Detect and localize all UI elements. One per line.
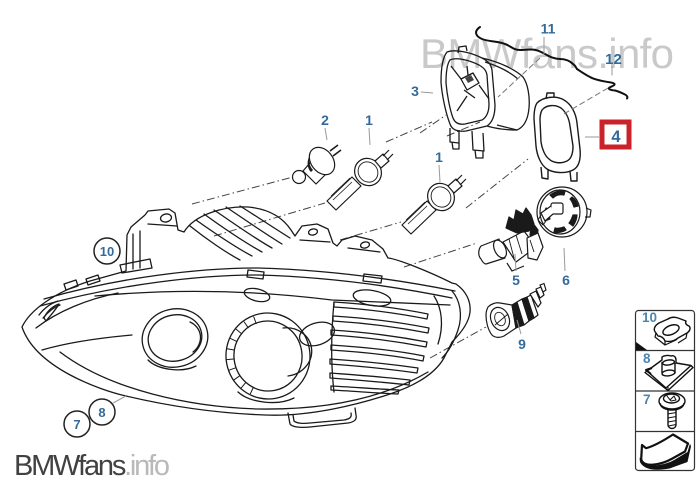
svg-text:1: 1 [365, 112, 373, 128]
svg-text:8: 8 [98, 405, 105, 420]
svg-text:5: 5 [512, 272, 520, 288]
svg-text:3: 3 [411, 83, 419, 99]
svg-text:BMWfans.info: BMWfans.info [420, 30, 674, 77]
svg-text:10: 10 [642, 310, 657, 325]
svg-text:8: 8 [643, 351, 651, 366]
svg-text:10: 10 [100, 244, 114, 259]
svg-text:4: 4 [611, 128, 621, 146]
svg-text:7: 7 [643, 392, 651, 407]
svg-text:7: 7 [73, 417, 80, 432]
svg-text:12: 12 [605, 51, 622, 68]
svg-text:BMWfans.info: BMWfans.info [14, 450, 170, 482]
svg-text:1: 1 [435, 149, 443, 165]
svg-text:2: 2 [321, 112, 329, 128]
svg-text:6: 6 [562, 272, 570, 288]
svg-text:9: 9 [518, 336, 526, 352]
svg-text:11: 11 [541, 21, 556, 37]
